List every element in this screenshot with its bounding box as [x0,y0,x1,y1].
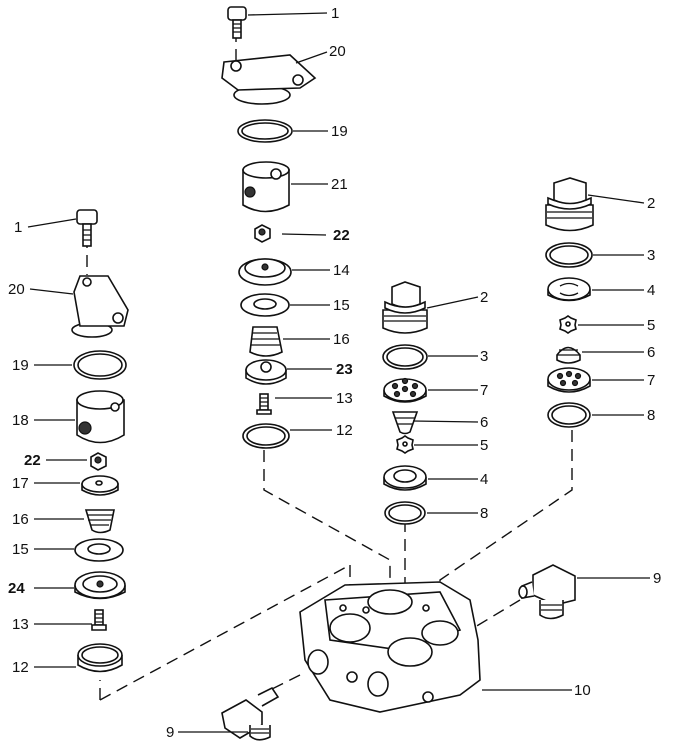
callout-middle-2: 2 [480,289,488,306]
callout-left-12: 12 [12,659,29,676]
callout-center-14: 14 [333,262,350,279]
callout-center-1: 1 [331,5,339,22]
right-o-ring-3-icon [545,242,593,268]
left-screw-13-icon [91,609,107,631]
callout-center-12: 12 [336,422,353,439]
callout-right-7: 7 [647,372,655,389]
callout-head-10: 10 [574,682,591,699]
callout-center-15: 15 [333,297,350,314]
callout-left-24: 24 [8,580,25,597]
guide-line-center [263,450,391,600]
left-valve-seat-24-icon [74,571,126,600]
left-cylinder-18-icon [76,390,125,444]
callout-center-19: 19 [331,123,348,140]
middle-retainer-4-icon [383,465,427,491]
center-cover-plate-icon [221,54,317,105]
callout-right-5: 5 [647,317,655,334]
center-cylinder-21-icon [242,161,290,213]
callout-left-20: 20 [8,281,25,298]
callout-left-15: 15 [12,541,29,558]
left-valve-plate-17-icon [81,475,119,496]
right-retainer-4-icon [547,277,591,302]
left-nut-22-icon [90,452,107,471]
center-gasket-12-icon [242,423,290,449]
callout-middle-6: 6 [480,414,488,431]
center-washer-15-icon [240,293,290,317]
callout-labels: 1 20 19 21 22 14 15 16 23 13 12 1 20 19 … [8,5,661,741]
right-valve-disc-7-icon [547,367,591,393]
right-plug-2-icon [545,177,594,232]
middle-spring-6-icon [391,411,419,435]
right-star-washer-5-icon [559,315,577,334]
leader-lines [27,12,650,733]
callout-left-16: 16 [12,511,29,528]
left-o-ring-19-icon [73,350,127,380]
left-bolt-icon [76,209,98,247]
callout-center-23: 23 [336,361,353,378]
center-bolt-icon [227,6,247,39]
center-valve-plate-14-icon [238,258,292,286]
right-o-ring-8-icon [547,402,591,428]
callout-fitting-left-9: 9 [166,724,174,741]
right-elbow-fitting-9-icon [518,564,576,620]
middle-star-washer-5-icon [396,435,414,454]
callout-right-4: 4 [647,282,655,299]
callout-right-6: 6 [647,344,655,361]
left-cover-plate-icon [71,275,129,338]
center-o-ring-19-icon [237,119,293,143]
guide-line-fitting-right [469,599,521,631]
center-screw-13-icon [256,393,272,415]
callout-left-13: 13 [12,616,29,633]
left-gasket-12-icon [77,643,123,673]
callout-middle-4: 4 [480,471,488,488]
middle-o-ring-3-icon [382,344,428,370]
callout-center-21: 21 [331,176,348,193]
left-elbow-fitting-9-icon [221,686,280,741]
callout-left-22: 22 [24,452,41,469]
callout-left-1: 1 [14,219,22,236]
callout-center-13: 13 [336,390,353,407]
center-spring-16-icon [249,326,283,357]
callout-center-16: 16 [333,331,350,348]
callout-left-17: 17 [12,475,29,492]
callout-fitting-right-9: 9 [653,570,661,587]
left-washer-15-icon [74,538,124,562]
left-spring-16-icon [84,509,115,534]
guide-line-left [99,564,351,701]
center-valve-seat-23-icon [245,359,287,385]
callout-left-18: 18 [12,412,29,429]
callout-middle-3: 3 [480,348,488,365]
callout-middle-7: 7 [480,382,488,399]
guide-line-fitting-left [259,674,301,696]
right-spring-6-icon [556,346,581,364]
callout-center-20: 20 [329,43,346,60]
callout-middle-5: 5 [480,437,488,454]
middle-o-ring-8-icon [384,501,426,525]
middle-valve-disc-7-icon [383,377,427,403]
callout-right-3: 3 [647,247,655,264]
callout-right-2: 2 [647,195,655,212]
callout-right-8: 8 [647,407,655,424]
center-nut-22-icon [254,224,271,243]
middle-plug-2-icon [382,281,428,334]
pump-head-body-10-icon [299,581,481,713]
callout-left-19: 19 [12,357,29,374]
callout-middle-8: 8 [480,505,488,522]
callout-center-22: 22 [333,227,350,244]
